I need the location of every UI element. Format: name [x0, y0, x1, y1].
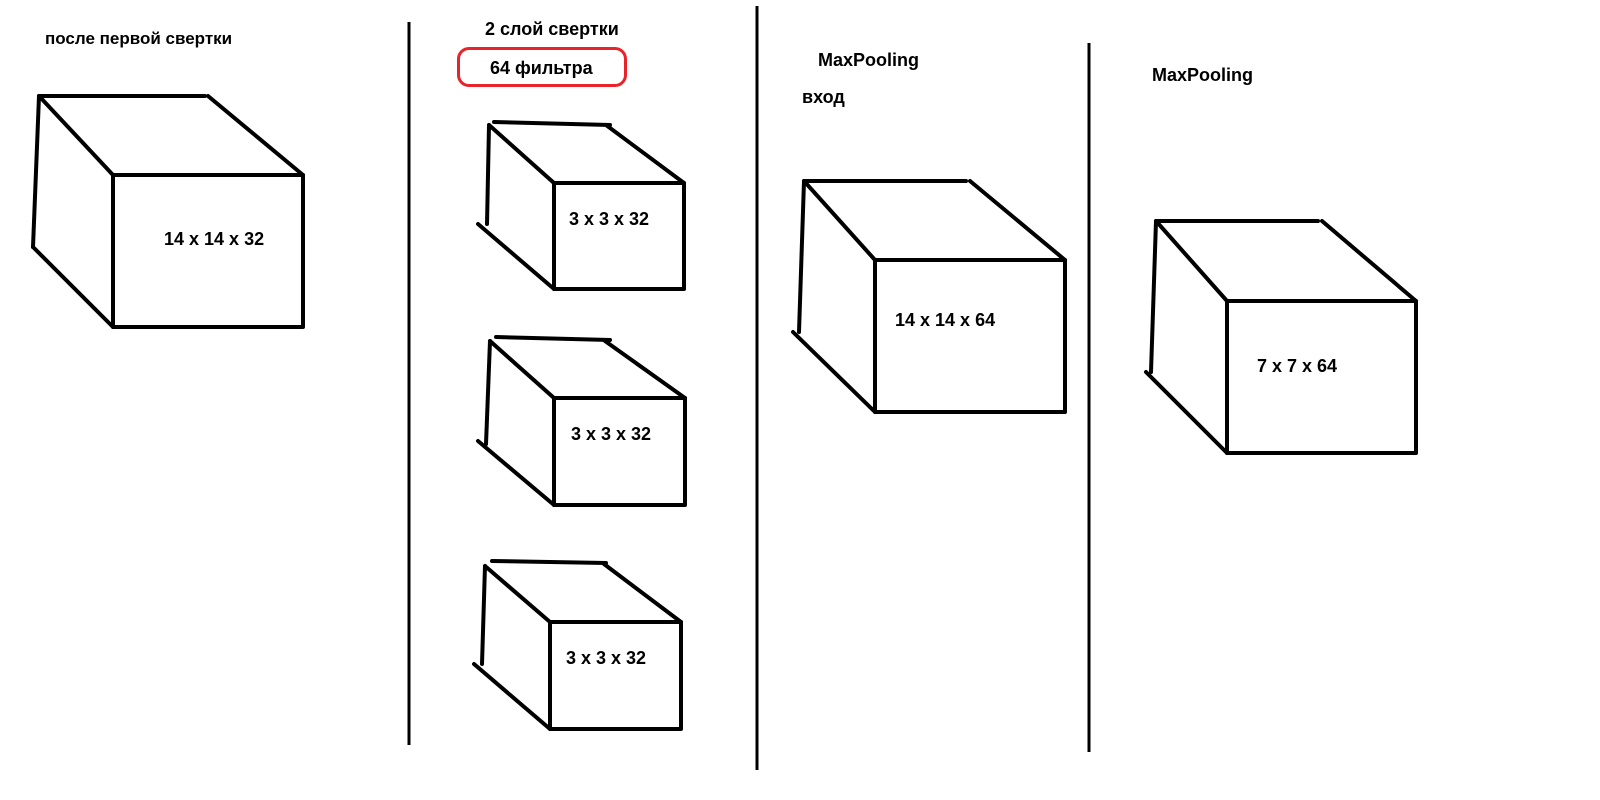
- filter-cube-3-label: 3 x 3 x 32: [566, 648, 647, 668]
- cube-maxpooling-output: [1144, 219, 1418, 455]
- filter-cube-2: [476, 335, 687, 507]
- filter-cube-1-label: 3 x 3 x 32: [569, 209, 650, 229]
- filters-highlight-box: [457, 47, 627, 87]
- section1-cube-label: 14 x 14 x 32: [164, 229, 265, 249]
- cube-maxpooling-input: [791, 179, 1067, 414]
- section4-title: MaxPooling: [1152, 65, 1254, 85]
- section3-cube-label: 14 x 14 x 64: [895, 310, 996, 330]
- filter-cube-2-label: 3 x 3 x 32: [571, 424, 652, 444]
- cube-after-first-conv: [31, 94, 305, 329]
- filter-cube-1: [476, 120, 686, 291]
- section1-title: после первой свертки: [45, 29, 233, 48]
- section3-subtitle: вход: [802, 87, 845, 107]
- section2-title: 2 слой свертки: [485, 19, 619, 39]
- filter-cube-3: [472, 559, 683, 731]
- section4-cube-label: 7 x 7 x 64: [1257, 356, 1338, 376]
- section3-title: MaxPooling: [818, 50, 920, 70]
- section2-highlight-label: 64 фильтра: [490, 58, 593, 78]
